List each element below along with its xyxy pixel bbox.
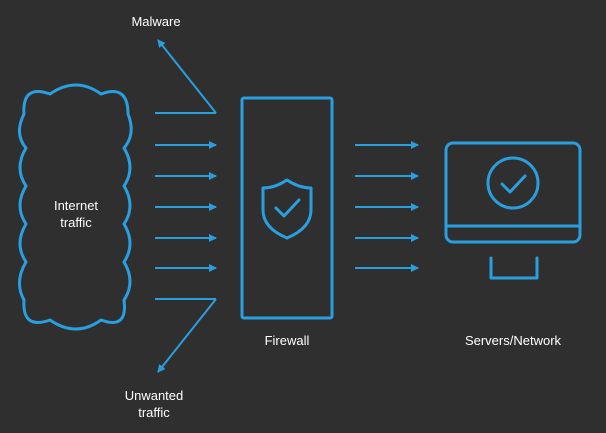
outgoing-arrows <box>355 141 419 272</box>
monitor-icon <box>444 141 582 280</box>
unwanted-deflect-arrow <box>155 298 217 373</box>
firewall-icon <box>240 96 334 320</box>
cloud-icon <box>18 83 133 331</box>
servers-network-label: Servers/Network <box>464 333 562 348</box>
internet-traffic-label: Internet traffic <box>36 197 116 231</box>
shield-check-icon <box>261 178 313 240</box>
unwanted-traffic-line-1: Unwanted <box>124 388 184 403</box>
unwanted-traffic-line-2: traffic <box>138 405 170 420</box>
unwanted-traffic-label: Unwanted traffic <box>114 387 194 421</box>
internet-traffic-line-1: Internet <box>53 198 99 213</box>
firewall-label: Firewall <box>264 333 310 348</box>
incoming-arrows <box>155 141 217 272</box>
malware-label: Malware <box>131 14 181 29</box>
internet-traffic-line-2: traffic <box>60 215 92 230</box>
malware-deflect-arrow <box>155 39 217 114</box>
